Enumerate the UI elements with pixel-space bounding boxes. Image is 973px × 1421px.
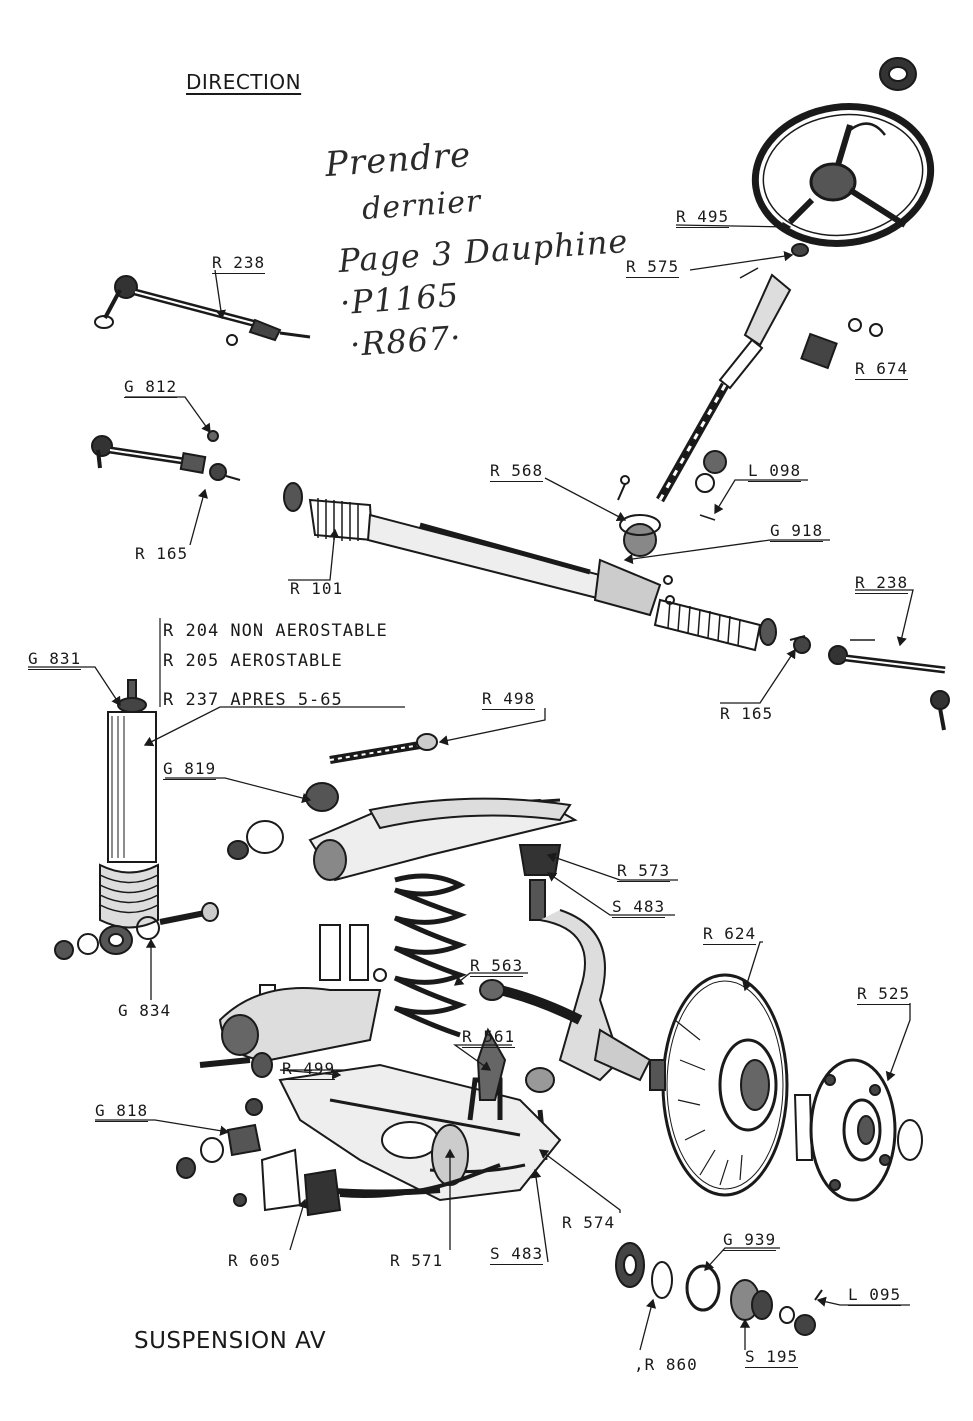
- tie-rod-right: [789, 635, 950, 731]
- ref-g939: G 939: [723, 1230, 777, 1251]
- ref-s483-bottom: S 483: [490, 1244, 544, 1265]
- ref-r498: R 498: [482, 689, 536, 710]
- ref-r238-right: R 238: [855, 573, 909, 594]
- steering-rack: [283, 450, 777, 652]
- shock-note-r205: R 205 AEROSTABLE: [163, 651, 343, 671]
- ref-s195: S 195: [745, 1347, 799, 1368]
- ref-r568: R 568: [490, 461, 544, 482]
- ref-r561: R 561: [462, 1027, 516, 1048]
- ref-l095: L 095: [848, 1285, 902, 1306]
- ref-g831: G 831: [28, 649, 82, 670]
- ref-r605: R 605: [228, 1251, 282, 1270]
- brake-disc: [649, 973, 789, 1197]
- ref-r165-right: R 165: [720, 704, 774, 723]
- ref-r571: R 571: [390, 1251, 444, 1270]
- wheel-bearings: [615, 1242, 823, 1336]
- shock-note-r237: R 237 APRES 5-65: [163, 690, 343, 710]
- ref-s483-top: S 483: [612, 897, 666, 918]
- steering-wheel: [751, 57, 935, 247]
- ref-r563: R 563: [470, 956, 524, 977]
- ref-l098: L 098: [748, 461, 802, 482]
- stub-axle: [479, 879, 652, 1161]
- ref-r495: R 495: [676, 207, 730, 228]
- ref-r101: R 101: [290, 579, 344, 598]
- ref-r674: R 674: [855, 359, 909, 380]
- shock-note-r204: R 204 NON AEROSTABLE: [163, 621, 388, 641]
- ref-r624: R 624: [703, 924, 757, 945]
- ref-g812: G 812: [124, 377, 178, 398]
- shock-absorber: [54, 679, 219, 960]
- anti-roll-bar: [176, 1098, 501, 1217]
- front-bracket: [199, 924, 387, 1078]
- ref-g818: G 818: [95, 1101, 149, 1122]
- direction-heading: DIRECTION: [186, 70, 302, 94]
- ref-r165-left: R 165: [135, 544, 189, 563]
- leader-lines: [28, 221, 914, 1351]
- ref-r238-left: R 238: [212, 253, 266, 274]
- steering-column: [656, 243, 883, 503]
- ref-g834: G 834: [118, 1001, 172, 1020]
- ref-r575: R 575: [626, 257, 680, 278]
- tie-rod-lower-left: [91, 430, 241, 481]
- ref-r525: R 525: [857, 984, 911, 1005]
- tie-rod-upper-left: [94, 275, 311, 346]
- coil-spring: [393, 873, 467, 1038]
- suspension-heading: SUSPENSION AV: [134, 1328, 327, 1354]
- ref-r499: R 499: [282, 1059, 336, 1080]
- ref-g819: G 819: [163, 759, 217, 780]
- ref-r573: R 573: [617, 861, 671, 882]
- upper-control-arm: [227, 733, 578, 882]
- lower-control-arm: [278, 1027, 562, 1202]
- handwritten-line-5: ·R867·: [348, 318, 463, 364]
- ref-r860: ,R 860: [634, 1355, 698, 1374]
- wheel-hub: [793, 1058, 923, 1202]
- ref-r574: R 574: [562, 1213, 616, 1232]
- ref-g918: G 918: [770, 521, 824, 542]
